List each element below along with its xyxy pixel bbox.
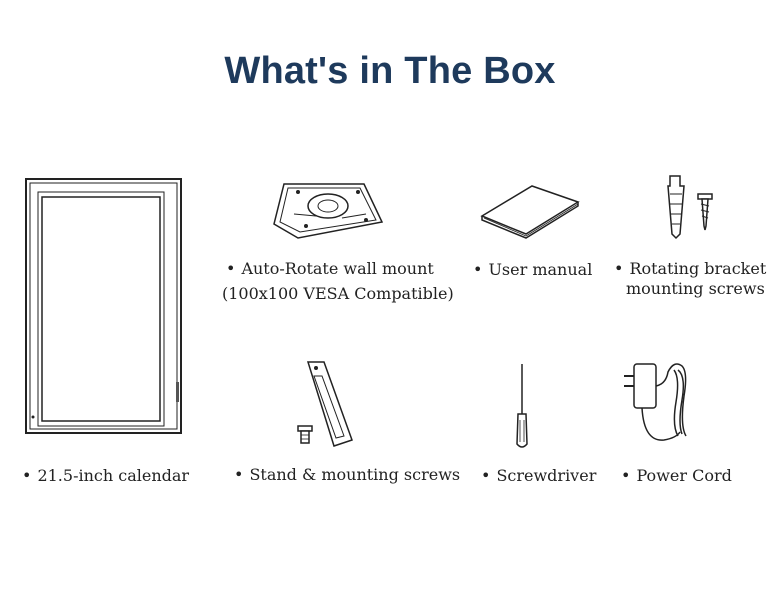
screwdriver-icon: [510, 362, 534, 452]
manual-icon: [478, 182, 582, 242]
power-cord-icon: [618, 356, 698, 450]
stand-label: •Stand & mounting screws: [234, 465, 461, 484]
screwdriver-label: •Screwdriver: [481, 466, 597, 485]
wall-mount-icon: [270, 176, 390, 246]
manual-label: •User manual: [473, 260, 593, 279]
calendar-label: •21.5-inch calendar: [22, 466, 190, 485]
page-title: What's in The Box: [224, 50, 556, 92]
screws-icon: [662, 172, 722, 242]
screws-label: •Rotating bracket mounting screws: [614, 259, 767, 298]
power-cord-label: •Power Cord: [621, 466, 732, 485]
wall-mount-label: •Auto-Rotate wall mount (100x100 VESA Co…: [222, 259, 454, 303]
calendar-display-icon: [24, 177, 184, 437]
stand-icon: [294, 360, 360, 450]
